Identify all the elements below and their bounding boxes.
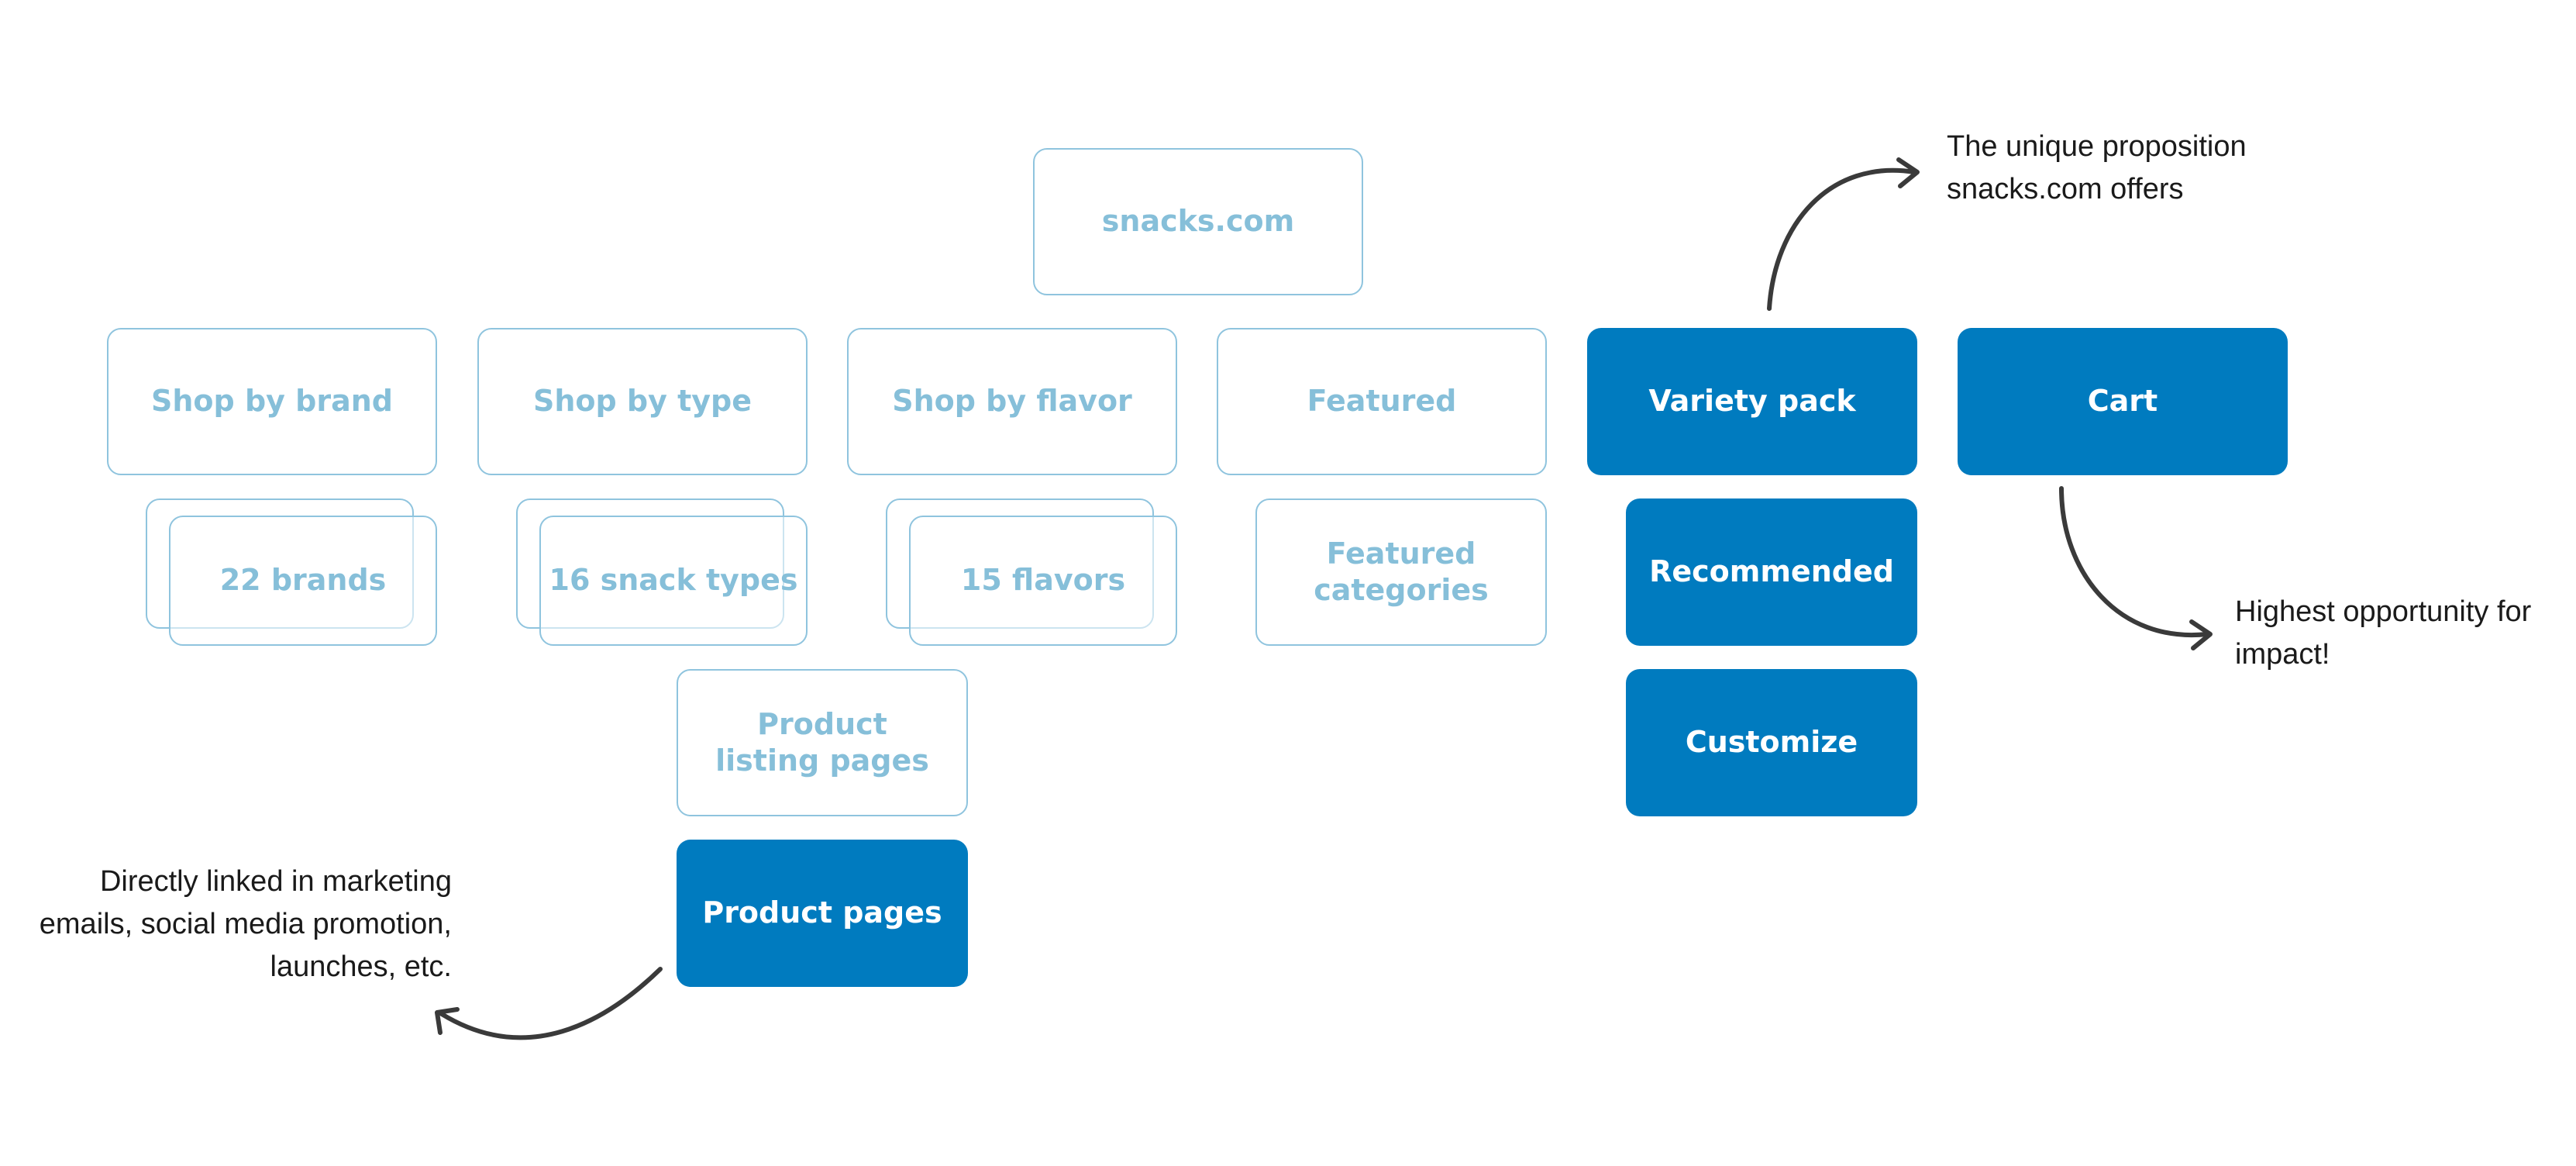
node-product-pages: Product pages — [677, 840, 968, 987]
node-snack-types: 16 snack types — [539, 516, 808, 646]
arrow-to-unique-proposition — [1767, 167, 1917, 311]
node-root-label: snacks.com — [1101, 204, 1295, 239]
node-shop-by-type-label: Shop by type — [532, 384, 752, 419]
node-shop-by-brand-label: Shop by brand — [151, 384, 393, 419]
node-recommended: Recommended — [1626, 498, 1917, 646]
note-opportunity-line1: Highest opportunity for — [2235, 595, 2532, 628]
node-shop-by-type: Shop by type — [477, 328, 808, 475]
node-featured-label: Featured — [1307, 384, 1457, 419]
node-recommended-label: Recommended — [1649, 554, 1894, 589]
node-product-pages-label: Product pages — [702, 895, 942, 930]
node-featured-categories: Featured categories — [1255, 498, 1547, 646]
arrowhead-highest-opportunity — [2189, 619, 2213, 650]
node-customize: Customize — [1626, 669, 1917, 816]
node-shop-by-flavor-label: Shop by flavor — [892, 384, 1132, 419]
arrow-to-highest-opportunity — [2059, 486, 2209, 638]
node-cart: Cart — [1958, 328, 2288, 475]
node-cart-label: Cart — [2087, 384, 2158, 419]
node-shop-by-flavor: Shop by flavor — [847, 328, 1177, 475]
node-root: snacks.com — [1033, 148, 1363, 295]
note-linked-line2: emails, social media promotion, — [39, 908, 452, 941]
node-flavors-label: 15 flavors — [960, 563, 1126, 598]
node-product-listing-pages: Product listing pages — [677, 669, 968, 816]
note-unique-proposition: The unique proposition snacks.com offers — [1947, 126, 2247, 211]
note-linked-line1: Directly linked in marketing — [99, 865, 452, 898]
node-flavors: 15 flavors — [909, 516, 1177, 646]
note-linked-line3: launches, etc. — [270, 950, 452, 984]
node-brands: 22 brands — [169, 516, 437, 646]
note-opportunity-line2: impact! — [2235, 638, 2330, 671]
arrowhead-directly-linked — [435, 1007, 460, 1035]
node-customize-label: Customize — [1685, 725, 1858, 760]
node-variety-pack: Variety pack — [1587, 328, 1917, 475]
node-variety-pack-label: Variety pack — [1648, 384, 1856, 419]
note-directly-linked: Directly linked in marketing emails, soc… — [40, 861, 452, 988]
node-featured: Featured — [1217, 328, 1547, 475]
note-highest-opportunity: Highest opportunity for impact! — [2235, 591, 2531, 676]
node-snack-types-label: 16 snack types — [549, 563, 798, 598]
arrow-to-directly-linked — [439, 967, 663, 1040]
note-unique-line2: snacks.com offers — [1947, 173, 2184, 206]
node-shop-by-brand: Shop by brand — [107, 328, 437, 475]
note-unique-line1: The unique proposition — [1947, 130, 2247, 163]
node-product-listing-pages-label: Product listing pages — [715, 706, 929, 778]
arrowhead-unique-proposition — [1896, 157, 1920, 188]
node-featured-categories-label: Featured categories — [1314, 536, 1489, 608]
node-brands-label: 22 brands — [219, 563, 387, 598]
